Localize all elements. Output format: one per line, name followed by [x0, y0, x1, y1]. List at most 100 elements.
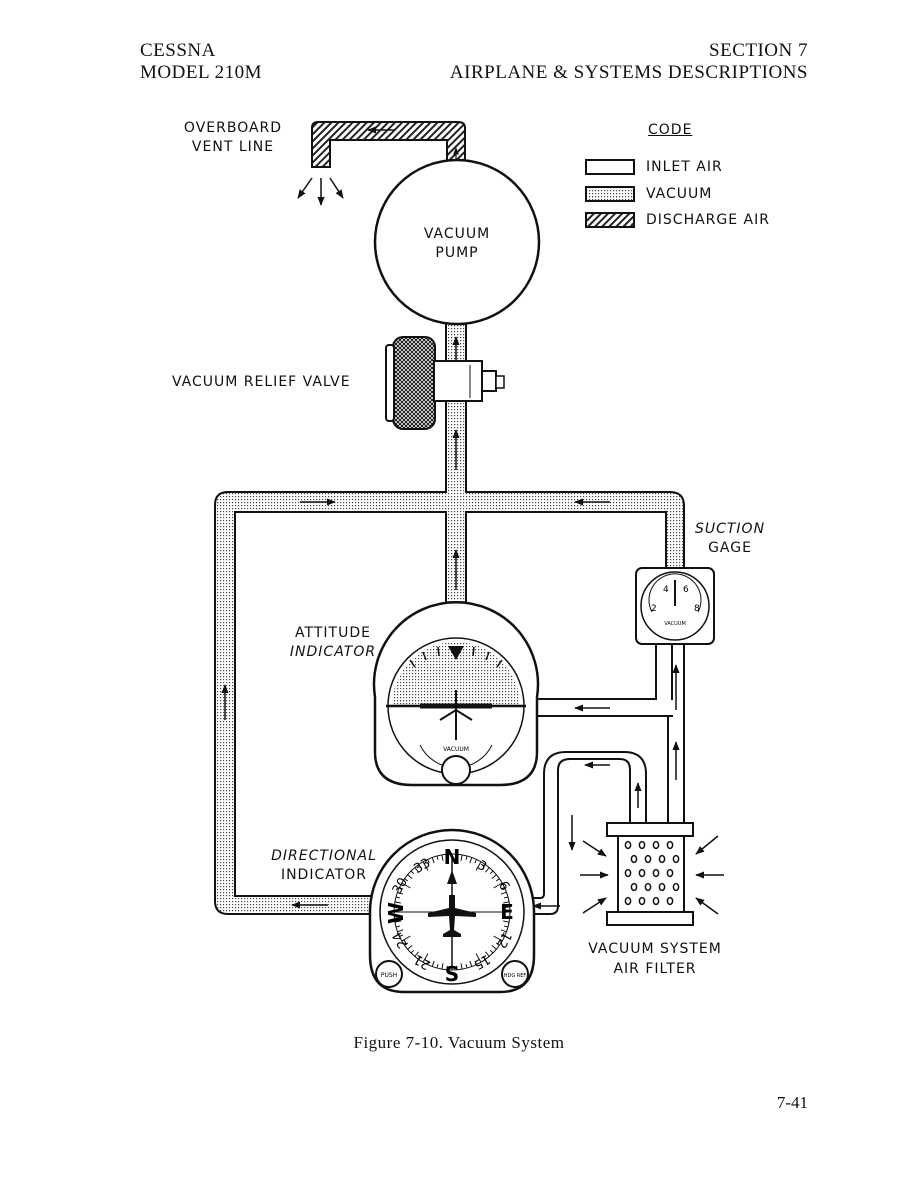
- hdg-ref-knob: [501, 960, 529, 988]
- compass-tick: [474, 960, 477, 965]
- dial-21: 21: [411, 951, 433, 972]
- compass-tick: [475, 861, 482, 871]
- compass-tick: [394, 920, 401, 923]
- header-model: MODEL 210M: [140, 62, 262, 83]
- overboard-label-2: VENT LINE: [191, 139, 275, 155]
- compass-tick: [399, 934, 404, 937]
- filter-hole: [638, 840, 646, 850]
- compass-tick: [427, 859, 430, 864]
- compass-tick: [395, 896, 400, 899]
- filter-hole: [644, 882, 652, 892]
- compass-tick: [500, 929, 507, 933]
- suction-gage-face-text: VACUUM: [664, 621, 686, 627]
- header-section: SECTION 7: [709, 40, 808, 61]
- legend-swatch-vacuum: [585, 186, 635, 202]
- compass-tick: [504, 925, 509, 928]
- compass-tick: [504, 896, 509, 899]
- filter-hole: [666, 896, 674, 906]
- compass-tick: [422, 953, 429, 963]
- compass-tick: [418, 955, 422, 960]
- filter-hole: [666, 840, 674, 850]
- compass-tick: [475, 953, 482, 963]
- filter-hole: [630, 854, 638, 864]
- filter-hole: [652, 868, 660, 878]
- compass-tick: [465, 964, 468, 969]
- flow-arrows: [221, 336, 680, 910]
- compass-tick: [404, 942, 409, 946]
- dial-15: 15: [471, 951, 493, 972]
- filter-hole: [638, 868, 646, 878]
- compass-tick: [431, 857, 435, 864]
- filter-hole: [630, 882, 638, 892]
- compass-tick: [465, 855, 468, 860]
- compass-tick: [410, 949, 415, 954]
- compass-tick: [489, 870, 494, 875]
- suction-gage-tick-2: 2: [651, 604, 657, 614]
- compass-tick: [500, 934, 505, 937]
- pump-label-1: VACUUM: [423, 226, 491, 242]
- filter-label-1: VACUUM SYSTEM: [588, 941, 722, 957]
- legend-label-vacuum: VACUUM: [646, 186, 713, 202]
- legend-title: CODE: [648, 122, 693, 138]
- hdg-ref-knob-label: HDG REF: [504, 973, 527, 979]
- filter-hole: [624, 840, 632, 850]
- directional-label-2: INDICATOR: [280, 867, 368, 883]
- suction-gage-label-1: SUCTION: [694, 521, 766, 537]
- attitude-face-text: VACUUM: [443, 746, 469, 753]
- dial-12: 12: [493, 929, 514, 951]
- attitude-label-1: ATTITUDE: [295, 625, 371, 641]
- dial-west: W: [384, 902, 408, 924]
- dial-east: E: [500, 900, 514, 924]
- filter-hole: [658, 882, 666, 892]
- legend-swatch-inlet: [585, 159, 635, 175]
- filter-hole: [638, 896, 646, 906]
- vacuum-pump: [373, 158, 541, 326]
- compass-tick: [399, 887, 404, 890]
- directional-label-1: DIRECTIONAL: [271, 848, 377, 864]
- vacuum-relief-valve: [385, 336, 505, 430]
- dial-south: S: [445, 962, 459, 986]
- header-section-title: AIRPLANE & SYSTEMS DESCRIPTIONS: [449, 62, 808, 83]
- compass-tick: [503, 901, 510, 904]
- overboard-label-1: OVERBOARD: [183, 120, 283, 136]
- push-knob-label: PUSH: [381, 972, 397, 979]
- compass-tick: [407, 874, 413, 879]
- filter-hole: [624, 896, 632, 906]
- compass-tick: [460, 854, 463, 861]
- dial-33: 33: [411, 856, 433, 877]
- legend-label-discharge: DISCHARGE AIR: [646, 212, 770, 228]
- attitude-label-2: INDICATOR: [289, 644, 377, 660]
- dial-24: 24: [390, 929, 411, 951]
- filter-hole: [624, 868, 632, 878]
- page-number: 7-41: [776, 1093, 808, 1112]
- compass-tick: [397, 929, 404, 933]
- pump-label-2: PUMP: [435, 245, 479, 261]
- compass-tick: [485, 867, 490, 873]
- directional-indicator: N E S W 3 6 12 15 21 24 30 33 PUSH HDG R…: [368, 828, 536, 994]
- compass-tick: [491, 945, 497, 950]
- dial-30: 30: [390, 875, 411, 897]
- compass-tick: [495, 878, 500, 882]
- compass-tick: [436, 964, 439, 969]
- compass-tick: [401, 882, 411, 889]
- suction-gage-label-2: GAGE: [708, 540, 752, 556]
- compass-tick: [500, 891, 507, 895]
- compass-tick: [485, 951, 490, 957]
- suction-gage-tick-6: 6: [683, 585, 689, 595]
- compass-tick: [414, 867, 419, 873]
- compass-tick: [482, 864, 486, 869]
- compass-tick: [469, 960, 473, 967]
- compass-tick: [493, 935, 503, 942]
- compass-tick: [414, 951, 419, 957]
- compass-tick: [460, 963, 463, 970]
- compass-tick: [495, 942, 500, 946]
- compass-tick: [404, 878, 409, 882]
- filter-hole: [672, 882, 680, 892]
- compass-tick: [503, 920, 510, 923]
- compass-tick: [422, 861, 429, 871]
- compass-tick: [493, 882, 503, 889]
- compass-tick: [482, 955, 486, 960]
- compass-tick: [431, 960, 435, 967]
- compass-tick: [410, 870, 415, 875]
- filter-hole: [644, 854, 652, 864]
